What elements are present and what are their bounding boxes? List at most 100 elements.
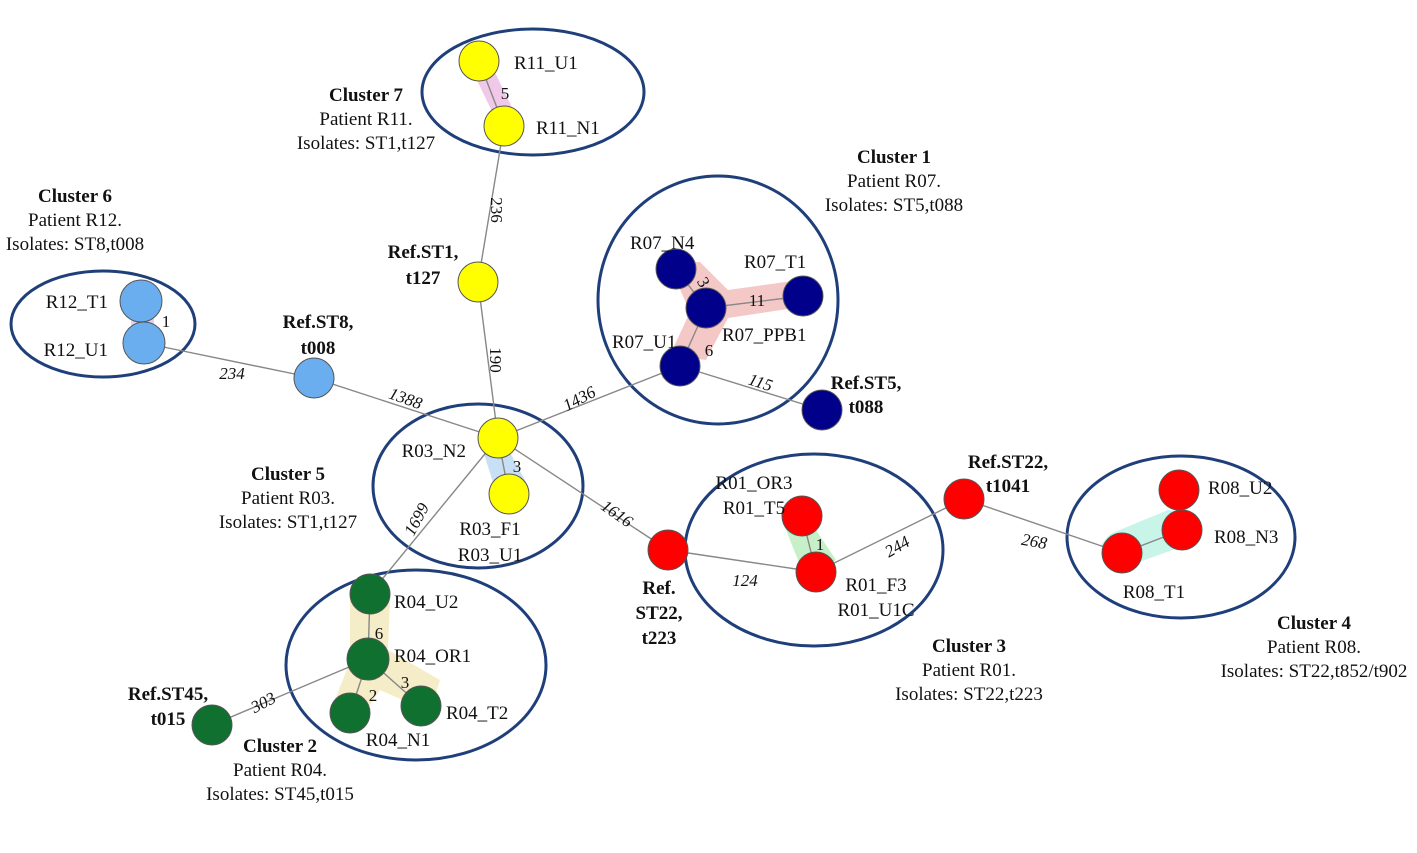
node-label-r07-ppb1: R07_PPB1 (722, 325, 806, 346)
node-label-line: R11_N1 (536, 118, 600, 139)
node-label-line: R07_PPB1 (722, 325, 806, 346)
node-label-line: R03_U1 (458, 545, 522, 566)
edge-weight-label: 1388 (386, 384, 425, 414)
node-r01-or3[interactable] (781, 495, 823, 537)
edge-weight-label: 236 (487, 197, 506, 223)
cluster-line2: Isolates: ST22,t852/t902 (1221, 661, 1408, 682)
cluster-line2: Isolates: ST1,t127 (297, 133, 435, 154)
node-label-line: R04_T2 (446, 703, 508, 724)
node-r07-ppb1[interactable] (685, 287, 727, 329)
node-label-line: t127 (406, 268, 441, 289)
node-r08-u2[interactable] (1158, 469, 1200, 511)
node-r12-t1[interactable] (119, 279, 163, 323)
cluster-title: Cluster 1 (857, 147, 931, 168)
node-r07-u1[interactable] (659, 345, 701, 387)
node-r03-n2[interactable] (477, 417, 519, 459)
node-label-line: Ref.ST45, (128, 684, 208, 705)
highlight-cluster-1 (668, 262, 808, 360)
edge-RefST22_223-R01_F3 (667, 549, 817, 573)
node-r11-u1[interactable] (458, 40, 500, 82)
node-r04-u2[interactable] (349, 573, 391, 615)
cluster-5-outline (371, 402, 585, 570)
node-r01-f3[interactable] (795, 551, 837, 593)
node-label-r12-u1: R12_U1 (44, 340, 108, 361)
node-label-r04-u2: R04_U2 (394, 592, 458, 613)
edge-weight-label: 6 (705, 341, 714, 360)
cluster-line1: Patient R03. (241, 488, 335, 509)
cluster-line2: Isolates: ST22,t223 (895, 684, 1043, 705)
cluster-line2: Isolates: ST8,t008 (6, 234, 144, 255)
edge-R03_N2-R04_U2 (369, 437, 499, 595)
node-r03-f1[interactable] (488, 473, 530, 515)
node-label-line: R08_N3 (1214, 527, 1278, 548)
node-refst1[interactable] (457, 261, 499, 303)
edge-weight-label: 5 (501, 84, 510, 103)
node-r07-n4[interactable] (655, 248, 697, 290)
node-label-r11-n1: R11_N1 (536, 118, 600, 139)
node-label-line: R08_U2 (1208, 478, 1272, 499)
node-r12-u1[interactable] (122, 321, 166, 365)
node-label-line: t1041 (986, 476, 1030, 497)
edge-weight-label: 303 (247, 688, 279, 717)
cluster-4-outline (1065, 454, 1297, 620)
node-label-r07-u1: R07_U1 (612, 332, 676, 353)
cluster-title: Cluster 5 (251, 464, 325, 485)
node-r04-t2[interactable] (400, 685, 442, 727)
cluster-label-c5: Cluster 5 Patient R03. Isolates: ST1,t127 (219, 464, 357, 533)
node-label-line: t223 (642, 628, 677, 649)
node-label-line: R04_U2 (394, 592, 458, 613)
node-label-line: Ref.ST5, (831, 373, 902, 394)
node-label-refst8: Ref.ST8,t008 (283, 312, 354, 359)
cluster-line1: Patient R11. (319, 109, 412, 130)
node-r11-n1[interactable] (483, 105, 525, 147)
node-r08-n3[interactable] (1161, 509, 1203, 551)
node-label-r07-t1: R07_T1 (744, 252, 806, 273)
cluster-1-outline (596, 174, 840, 426)
cluster-line2: Isolates: ST45,t015 (206, 784, 354, 805)
cluster-title: Cluster 4 (1277, 613, 1352, 634)
node-label-line: R01_U1C (837, 600, 914, 621)
node-label-line: R11_U1 (514, 53, 578, 74)
node-refst22-1041[interactable] (943, 478, 985, 520)
edge-weight-label: 3 (401, 673, 410, 692)
edge-weight-label: 234 (219, 364, 245, 383)
node-r07-t1[interactable] (782, 275, 824, 317)
node-refst5[interactable] (801, 389, 843, 431)
edge-R03_N2-RefST22_223 (497, 437, 669, 551)
node-refst8[interactable] (293, 357, 335, 399)
node-label-line: R03_F1 (459, 519, 520, 540)
edge-R07_U1-RefST5 (679, 365, 823, 411)
node-label-refst45: Ref.ST45,t015 (128, 684, 208, 730)
edge-RefST8-R03_N2 (313, 377, 499, 439)
node-r08-t1[interactable] (1101, 532, 1143, 574)
cluster-line1: Patient R07. (847, 171, 941, 192)
edge-weight-label: 268 (1020, 530, 1049, 553)
cluster-line1: Patient R04. (233, 760, 327, 781)
node-label-line: R01_T5 (723, 498, 785, 519)
node-r04-n1[interactable] (329, 692, 371, 734)
node-label-line: ST22, (636, 603, 683, 624)
node-label-r08-n3: R08_N3 (1214, 527, 1278, 548)
node-label-line: R07_N4 (630, 233, 695, 254)
cluster-line2: Isolates: ST1,t127 (219, 512, 357, 533)
cluster-2-outline (284, 568, 548, 762)
node-label-line: R08_T1 (1123, 582, 1185, 603)
node-r04-or1[interactable] (346, 637, 390, 681)
node-refst45[interactable] (191, 704, 233, 746)
node-label-r04-t2: R04_T2 (446, 703, 508, 724)
node-label-line: R12_U1 (44, 340, 108, 361)
cluster-6-outline (9, 269, 197, 379)
node-label-line: R03_N2 (402, 441, 466, 462)
node-label-line: R04_N1 (366, 730, 430, 751)
node-refst22-223[interactable] (647, 529, 689, 571)
cluster-title: Cluster 3 (932, 636, 1006, 657)
cluster-7-outline (420, 27, 646, 157)
node-label-r08-u2: R08_U2 (1208, 478, 1272, 499)
edge-weight-label: 115 (746, 370, 775, 396)
cluster-line1: Patient R12. (28, 210, 122, 231)
